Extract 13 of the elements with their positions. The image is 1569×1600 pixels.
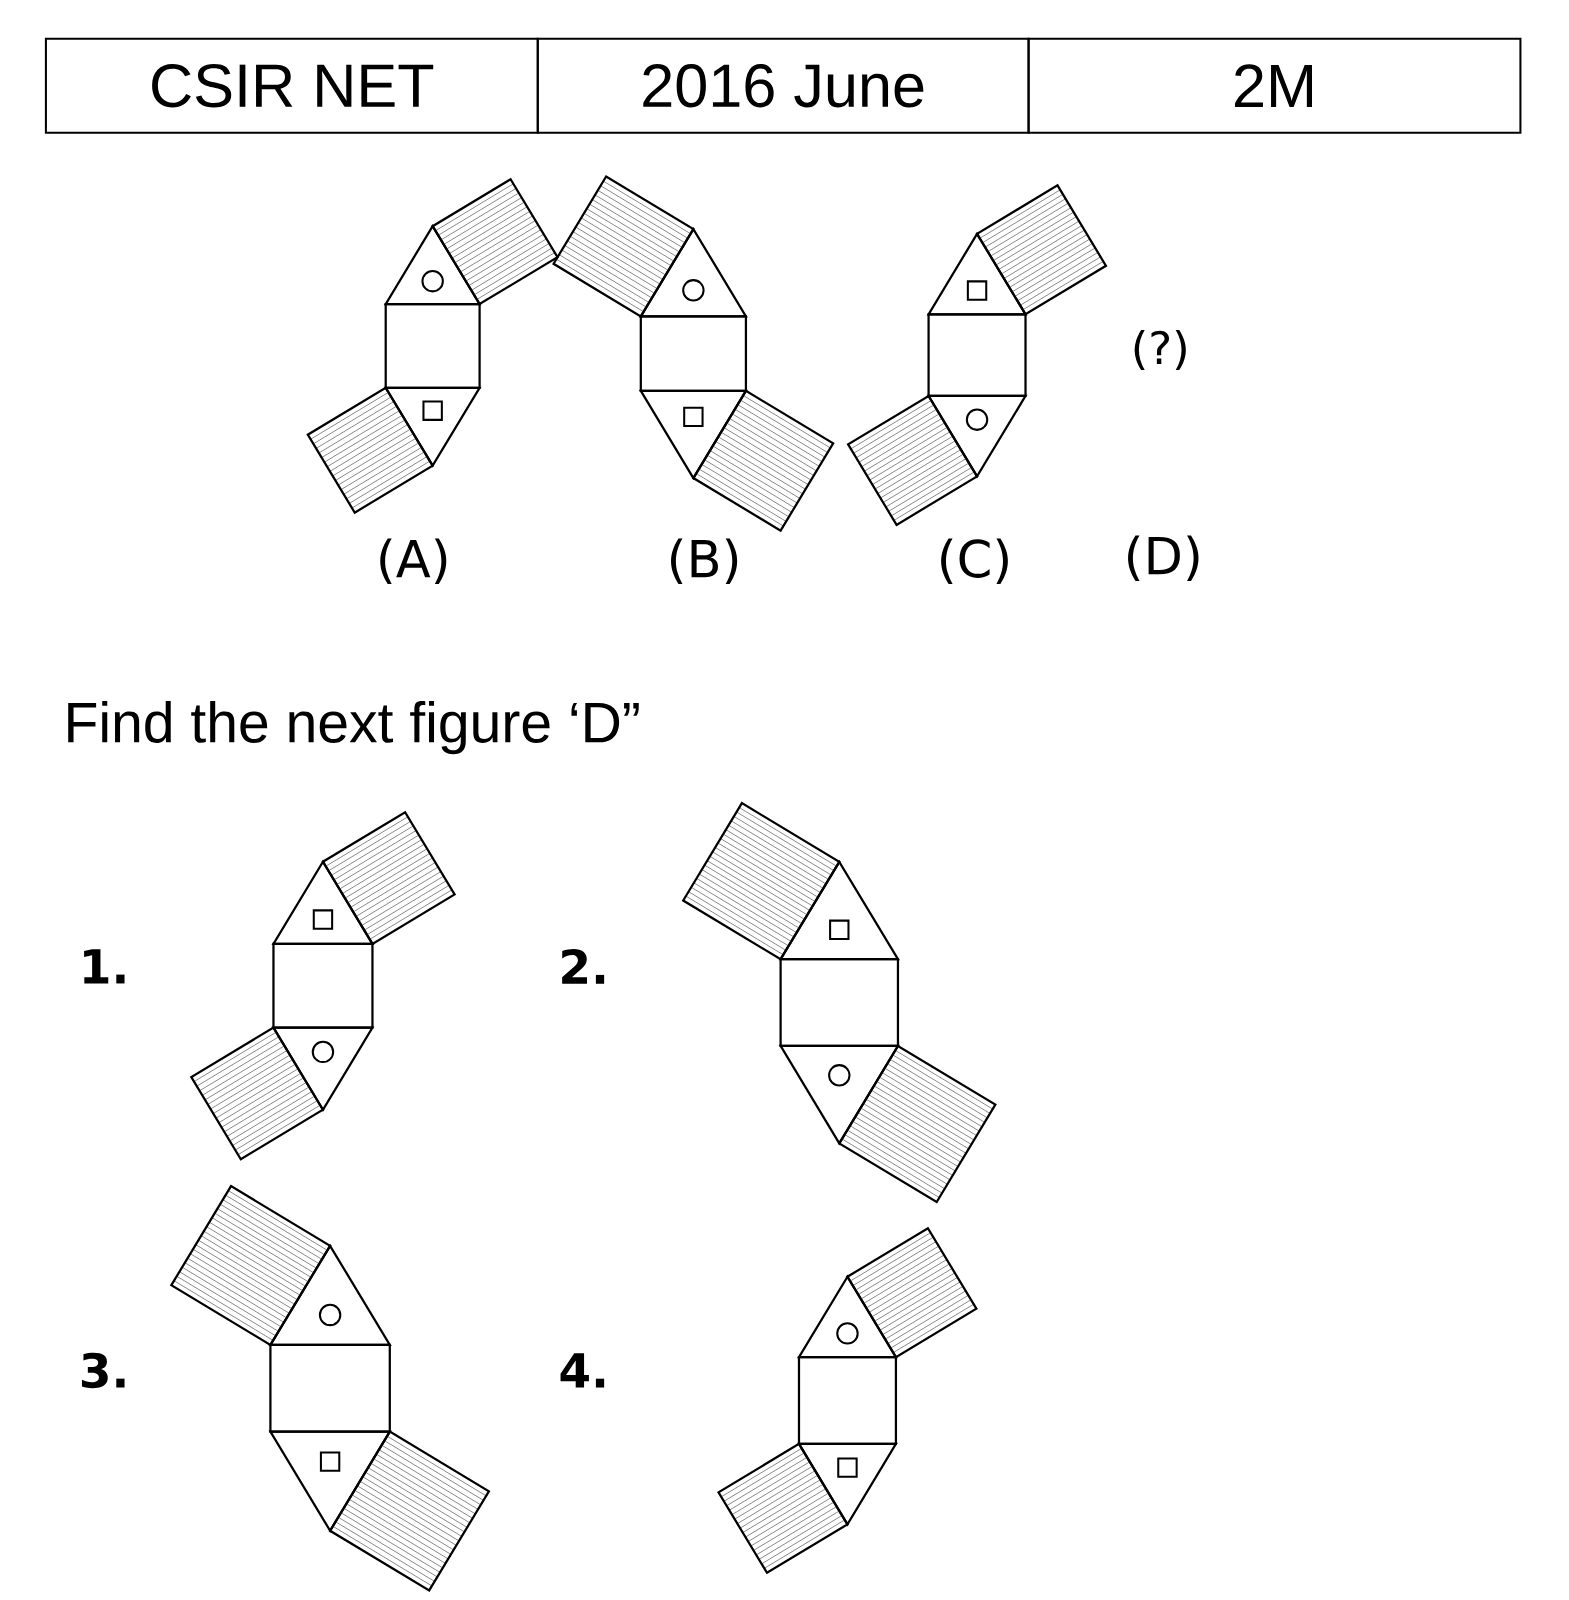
table-cell: 2M [1027,37,1522,134]
question-text: Find the next figure ‘D” [68,700,639,755]
question-mark-label: (?) [1134,330,1186,371]
option-number: 3. [81,1352,125,1389]
figure-label: (A) [380,538,447,584]
option-number: 2. [561,948,604,984]
option-number: 4. [560,1353,604,1388]
option-number: 1. [83,949,125,984]
table-cell: CSIR NET [44,37,539,134]
figure-label: (B) [670,538,737,584]
figure-label: (D) [1127,535,1199,581]
figure-label: (C) [940,538,1008,584]
table-cell: 2016 June [536,37,1030,134]
